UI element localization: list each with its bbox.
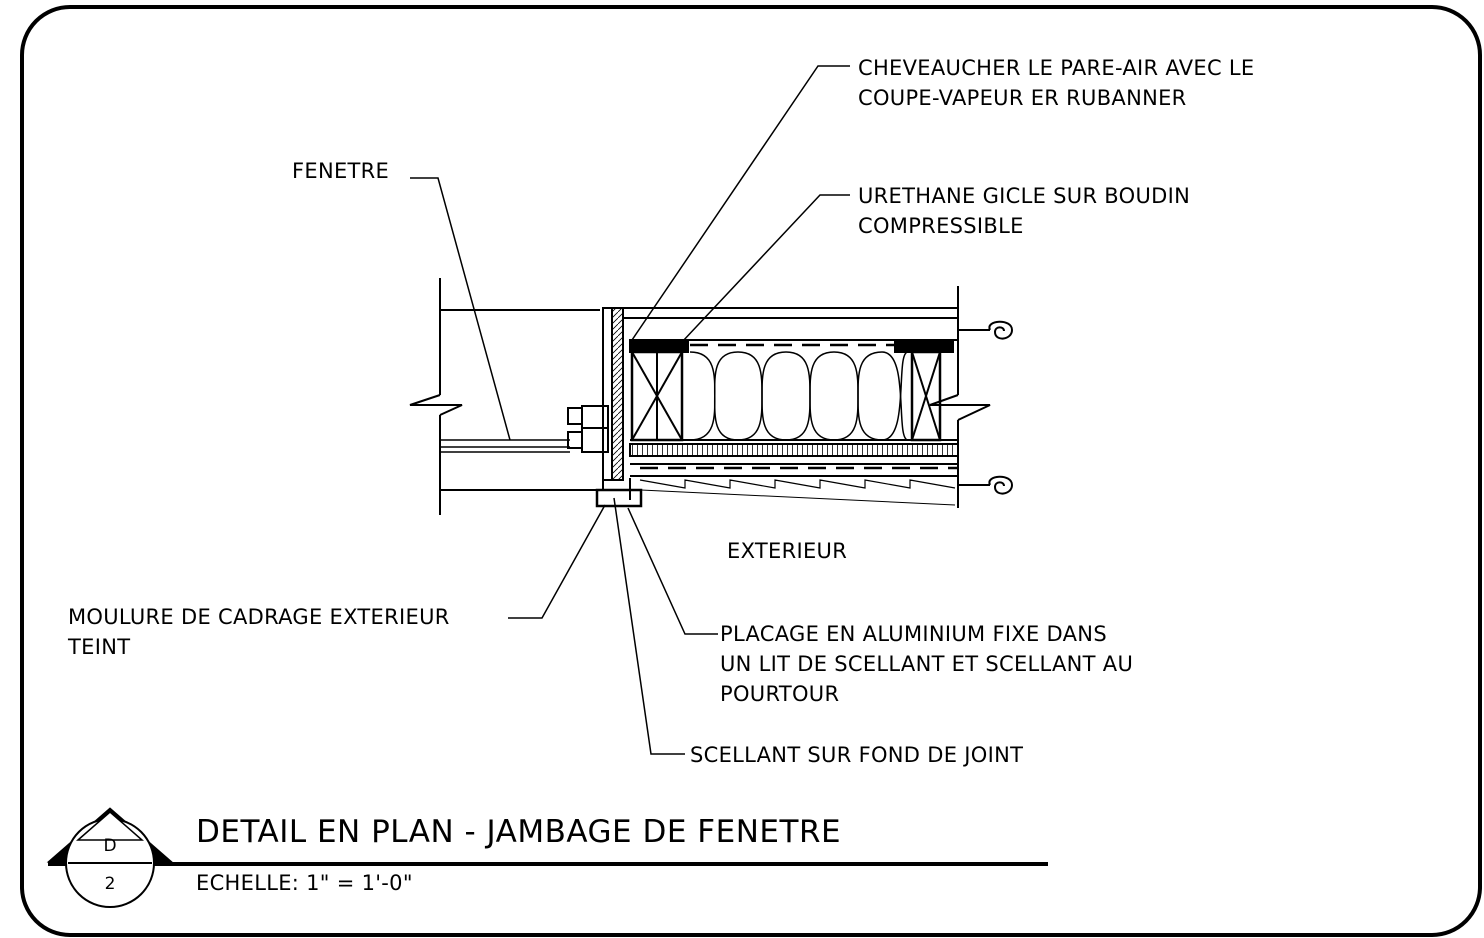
leader-urethane <box>681 194 850 343</box>
label-urethane: URETHANE GICLE SUR BOUDIN COMPRESSIBLE <box>858 181 1190 241</box>
leader-placage <box>627 507 718 635</box>
label-placage-line-1: PLACAGE EN ALUMINIUM FIXE DANS <box>720 622 1107 646</box>
label-exterieur: EXTERIEUR <box>727 536 847 566</box>
detail-letter: D <box>103 836 117 856</box>
label-cheveaucher-line-2: COUPE-VAPEUR ER RUBANNER <box>858 86 1187 110</box>
label-fenetre: FENETRE <box>292 156 389 186</box>
detail-title: DETAIL EN PLAN - JAMBAGE DE FENETRE <box>196 814 842 850</box>
sheet-number: 2 <box>104 874 116 894</box>
label-exterieur-line: EXTERIEUR <box>727 539 848 563</box>
label-placage-line-3: POURTOUR <box>720 682 840 706</box>
label-cheveaucher: CHEVEAUCHER LE PARE-AIR AVEC LE COUPE-VA… <box>858 53 1254 113</box>
title-block <box>46 807 1048 908</box>
label-placage-line-2: UN LIT DE SCELLANT ET SCELLANT AU <box>720 652 1134 676</box>
leader-fenetre <box>410 177 511 441</box>
leader-scellant <box>613 497 685 755</box>
label-moulure-line-1: MOULURE DE CADRAGE EXTERIEUR <box>68 605 450 629</box>
leader-lines <box>410 65 850 755</box>
window-jamb-detail <box>409 278 1014 515</box>
label-moulure-line-2: TEINT <box>68 635 131 659</box>
sheet-border <box>20 5 1482 937</box>
label-placage: PLACAGE EN ALUMINIUM FIXE DANS UN LIT DE… <box>720 619 1133 709</box>
leader-cheveaucher <box>631 65 850 341</box>
label-moulure: MOULURE DE CADRAGE EXTERIEUR TEINT <box>68 602 450 662</box>
label-scellant: SCELLANT SUR FOND DE JOINT <box>690 740 1023 770</box>
label-fenetre-line: FENETRE <box>292 159 390 183</box>
label-urethane-line-2: COMPRESSIBLE <box>858 214 1024 238</box>
detail-scale: ECHELLE: 1" = 1'-0" <box>196 871 413 895</box>
label-urethane-line-1: URETHANE GICLE SUR BOUDIN <box>858 184 1191 208</box>
label-cheveaucher-line-1: CHEVEAUCHER LE PARE-AIR AVEC LE <box>858 56 1255 80</box>
leader-moulure <box>508 504 606 619</box>
label-scellant-line: SCELLANT SUR FOND DE JOINT <box>690 743 1024 767</box>
